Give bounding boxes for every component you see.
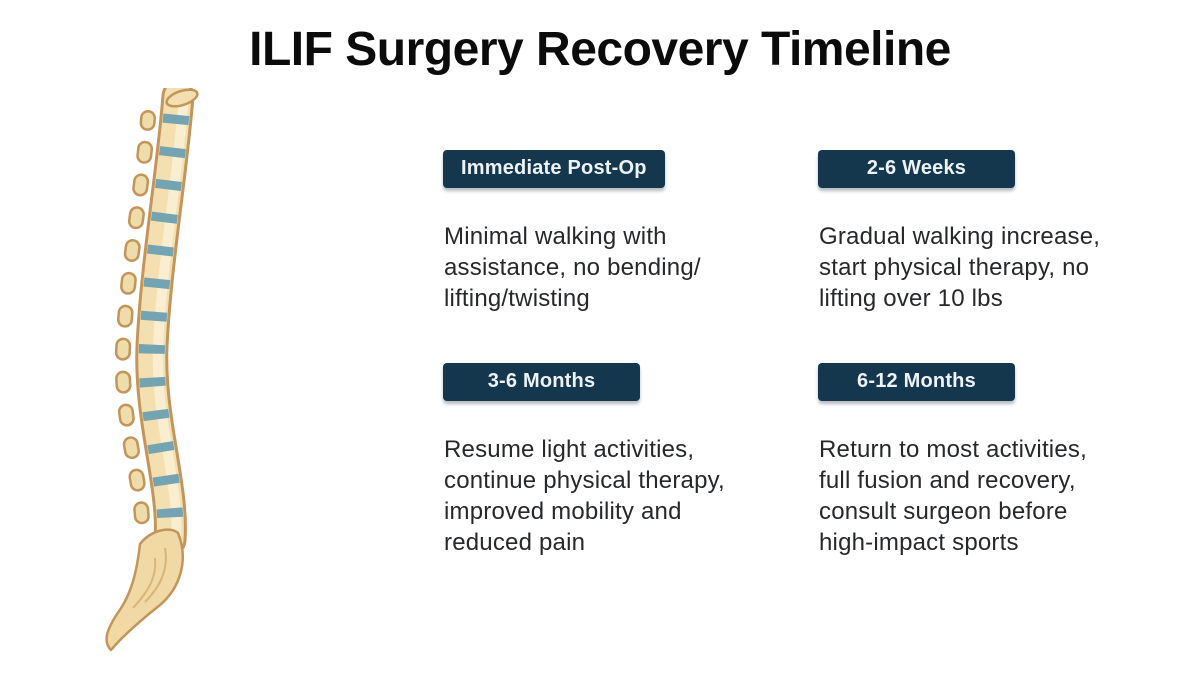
phase-description: Resume light activities, continue physic… bbox=[444, 436, 725, 556]
phase-label-badge: Immediate Post-Op bbox=[443, 150, 665, 188]
phase-label-badge: 6-12 Months bbox=[818, 363, 1015, 401]
phase-description: Return to most activities, full fusion a… bbox=[819, 436, 1087, 556]
phase-6-12-months: 6-12 Months Return to most activities, f… bbox=[818, 363, 1138, 558]
phase-label-badge: 2-6 Weeks bbox=[818, 150, 1015, 188]
spine-illustration bbox=[105, 88, 199, 652]
page-title: ILIF Surgery Recovery Timeline bbox=[249, 23, 951, 76]
phase-3-6-months: 3-6 Months Resume light activities, cont… bbox=[443, 363, 783, 558]
phase-immediate-post-op: Immediate Post-Op Minimal walking with a… bbox=[443, 150, 783, 314]
phase-2-6-weeks: 2-6 Weeks Gradual walking increase, star… bbox=[818, 150, 1138, 314]
phase-description: Gradual walking increase, start physical… bbox=[819, 223, 1101, 312]
phase-description: Minimal walking with assistance, no bend… bbox=[444, 223, 701, 312]
phase-label-badge: 3-6 Months bbox=[443, 363, 640, 401]
